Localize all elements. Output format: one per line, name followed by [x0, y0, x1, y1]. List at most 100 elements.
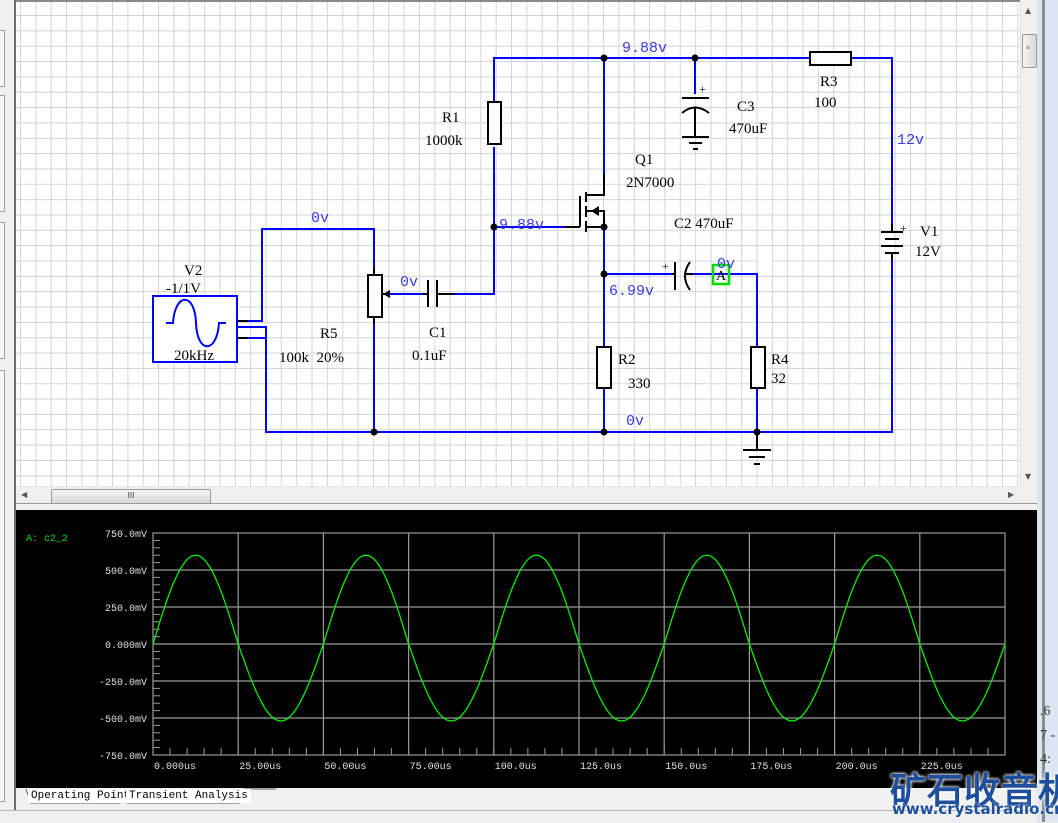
junction-dot [600, 270, 608, 278]
side-text-fragment: 7 - [1040, 728, 1056, 743]
y-tick-label: 500.0mV [105, 567, 147, 578]
r5-name: R5 [320, 326, 338, 342]
r3-name: R3 [820, 74, 838, 90]
vertical-scrollbar[interactable]: ▲ ≡ ▼ [1020, 0, 1038, 486]
r1-value: 1000k [425, 133, 463, 149]
schematic-drawing: R1 1000k R3 100 C3 470uF Q1 2N7000 C2 47… [152, 40, 941, 465]
v2-name: V2 [184, 263, 202, 279]
voltage-ground: 0v [626, 413, 644, 430]
q1-value: 2N7000 [626, 175, 674, 191]
potentiometer-r5-symbol[interactable] [367, 267, 390, 324]
horizontal-scrollbar[interactable]: ◀ III ▶ [16, 486, 1020, 504]
y-axis-labels: 750.0mV500.0mV250.0mV0.000mV-250.0mV-500… [99, 530, 147, 763]
r4-value: 32 [771, 371, 786, 387]
c2-plus-sign: + [662, 259, 669, 273]
junction-dot [691, 54, 699, 62]
wire-supply [851, 57, 893, 224]
capacitor-c1-symbol[interactable] [423, 280, 455, 307]
y-tick-label: 250.0mV [105, 604, 147, 615]
resistor-r3-symbol[interactable] [809, 51, 852, 66]
wire-top-rail [493, 57, 810, 102]
r4-name: R4 [771, 352, 789, 368]
analysis-tab-bar: Operating Point Transient Analysis [16, 788, 1037, 810]
x-tick-label: 225.0us [921, 762, 963, 773]
tab-operating-point[interactable]: Operating Point [28, 789, 134, 803]
v1-name: V1 [920, 224, 938, 240]
junction-dot [600, 54, 608, 62]
junction-dot [370, 428, 378, 436]
voltage-source-node: 6.99v [609, 283, 654, 300]
x-tick-label: 200.0us [836, 762, 878, 773]
x-tick-label: 75.00us [410, 762, 452, 773]
trace-label: A: c2_2 [26, 534, 68, 545]
voltage-output: 0v [717, 256, 735, 273]
scroll-right-arrow-icon[interactable]: ▶ [1008, 490, 1015, 499]
c2-label: C2 470uF [674, 216, 734, 232]
side-text-fragment: 4: [1040, 752, 1051, 767]
left-panel-edge [0, 30, 5, 87]
probe-a-marker[interactable] [711, 263, 731, 286]
x-tick-label: 25.00us [239, 762, 281, 773]
waveform-trace-a [152, 554, 1006, 722]
watermark: 矿石收音机 www.crystalradio.cn [890, 760, 1058, 822]
v1-plus-sign: + [900, 221, 907, 235]
vertical-scroll-thumb[interactable]: ≡ [1022, 34, 1037, 68]
wire-v2-bottom [248, 337, 267, 432]
x-tick-label: 0.000us [154, 762, 196, 773]
ground-symbol [743, 432, 771, 465]
c3-value: 470uF [729, 121, 767, 137]
c3-name: C3 [737, 99, 755, 115]
battery-v1-symbol[interactable] [881, 224, 903, 260]
v2-value: -1/1V [166, 281, 201, 297]
waveform-chart: A: c2_2 750.0mV 500.0mV 250.0mV 0.000mV -250… [26, 530, 1006, 773]
capacitor-c2-symbol[interactable] [672, 261, 693, 291]
v1-value: 12V [915, 244, 941, 260]
left-panel-edge [0, 95, 5, 212]
x-tick-label: 125.0us [580, 762, 622, 773]
x-tick-label: 50.00us [324, 762, 366, 773]
wires [238, 57, 893, 433]
c3-plus-sign: + [699, 82, 706, 96]
schematic-canvas[interactable]: R1 1000k R3 100 C3 470uF Q1 2N7000 C2 47… [16, 0, 1020, 488]
c1-name: C1 [429, 325, 447, 341]
x-tick-label: 150.0us [665, 762, 707, 773]
side-text-fragment: .6 [1040, 704, 1051, 719]
watermark-chinese: 矿石收音机 [890, 771, 1058, 812]
scroll-down-arrow-icon[interactable]: ▼ [1025, 472, 1032, 481]
left-panel-edge [0, 222, 5, 359]
c1-value: 0.1uF [412, 348, 447, 364]
y-tick-label: -250.0mV [99, 678, 147, 689]
left-panel-strip [0, 0, 14, 822]
junction-dot [490, 223, 498, 231]
y-tick-label: 750.0mV [105, 530, 147, 541]
voltage-wiper: 0v [400, 274, 418, 291]
y-tick-label: -750.0mV [99, 752, 147, 763]
voltage-supply: 12v [897, 132, 924, 149]
horizontal-scroll-thumb[interactable]: III [51, 489, 211, 504]
scroll-left-arrow-icon[interactable]: ◀ [21, 490, 28, 499]
tab-transient-analysis[interactable]: Transient Analysis [126, 789, 251, 803]
watermark-url: www.crystalradio.cn [892, 800, 1058, 818]
x-tick-label: 100.0us [495, 762, 537, 773]
resistor-r1-symbol[interactable] [487, 101, 502, 145]
capacitor-c3-symbol[interactable] [681, 97, 710, 150]
label-mask [758, 254, 772, 266]
resistor-r2-symbol[interactable] [596, 346, 612, 389]
signal-source-v2-symbol[interactable] [152, 295, 248, 363]
scroll-up-arrow-icon[interactable]: ▲ [1025, 6, 1032, 15]
voltage-input-top: 0v [311, 210, 329, 227]
left-panel-edge [0, 370, 5, 802]
y-tick-label: 0.000mV [105, 641, 147, 652]
grip-icon: ≡ [1026, 44, 1030, 52]
resistor-r4-symbol[interactable] [750, 346, 766, 389]
x-axis-labels: 0.000us 25.00us 50.00us 75.00us 100.0us 125.0… [154, 762, 963, 773]
r2-name: R2 [618, 352, 636, 368]
grip-icon: III [127, 491, 135, 500]
q1-name: Q1 [635, 152, 653, 168]
r1-name: R1 [442, 110, 460, 126]
mosfet-q1-symbol[interactable] [565, 174, 605, 232]
oscilloscope-panel: A: c2_2 750.0mV 500.0mV 250.0mV 0.000mV -250… [16, 510, 1037, 788]
junctions [370, 54, 761, 436]
wire-ground-rail [238, 259, 893, 433]
window-edge [1037, 0, 1058, 822]
